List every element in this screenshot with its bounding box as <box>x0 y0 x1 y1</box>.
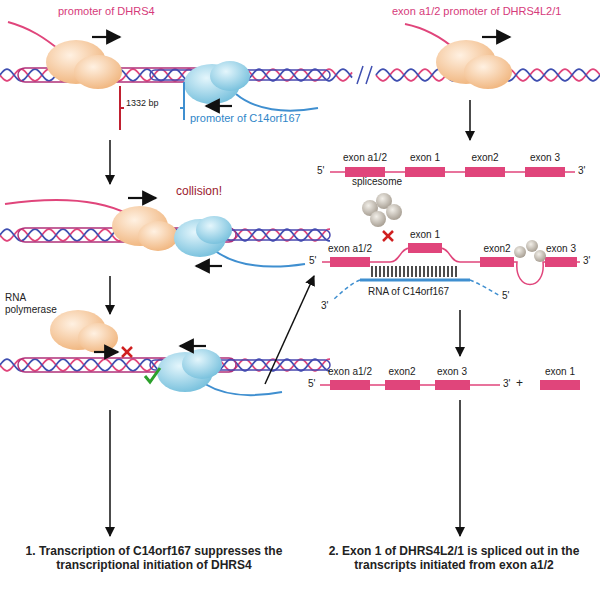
label: exon2 <box>471 152 498 164</box>
label: exon a1/2 promoter of DHRS4L2/1 <box>392 5 561 18</box>
spliceosome <box>362 193 546 262</box>
label: 5' <box>309 255 316 267</box>
label: 5' <box>317 165 324 177</box>
label: + <box>516 376 523 390</box>
break-mark <box>357 66 372 84</box>
label: 1332 bp <box>126 98 159 109</box>
rna-polymerase <box>46 40 512 392</box>
label: 3' <box>578 165 585 177</box>
label: exon a1/2 <box>328 243 372 255</box>
label: exon 1 <box>410 229 440 241</box>
label: 5' <box>308 378 315 390</box>
label: splicesome <box>352 176 402 188</box>
label: 2. Exon 1 of DHRS4L2/1 is spliced out in… <box>312 544 596 573</box>
transcription-units <box>18 68 330 372</box>
label: promoter of DHRS4 <box>58 5 155 18</box>
rna-strands <box>5 22 456 395</box>
label: promoter of C14orf167 <box>190 112 301 125</box>
label: RNA polymerase <box>5 292 65 316</box>
dna-helix <box>0 69 600 371</box>
label: exon2 <box>388 366 415 378</box>
label: 3' <box>583 255 590 267</box>
distance-bars <box>120 82 184 130</box>
label: exon a1/2 <box>343 152 387 164</box>
label: exon 1 <box>410 152 440 164</box>
label: collision! <box>176 184 222 198</box>
block-mark <box>122 231 393 357</box>
label: 3' <box>503 378 510 390</box>
label: exon 3 <box>530 152 560 164</box>
flow-arrow <box>110 100 470 536</box>
label: exon 3 <box>546 243 576 255</box>
label: RNA of C14orf167 <box>368 286 449 298</box>
check-mark <box>145 368 160 382</box>
label: 1. Transcription of C14orf167 suppresses… <box>8 544 300 573</box>
transcripts <box>320 167 580 390</box>
label: 5' <box>502 290 509 302</box>
label: exon2 <box>483 243 510 255</box>
label: exon 1 <box>545 366 575 378</box>
label: exon 3 <box>437 366 467 378</box>
label: exon a1/2 <box>328 366 372 378</box>
label: 3' <box>321 300 328 312</box>
